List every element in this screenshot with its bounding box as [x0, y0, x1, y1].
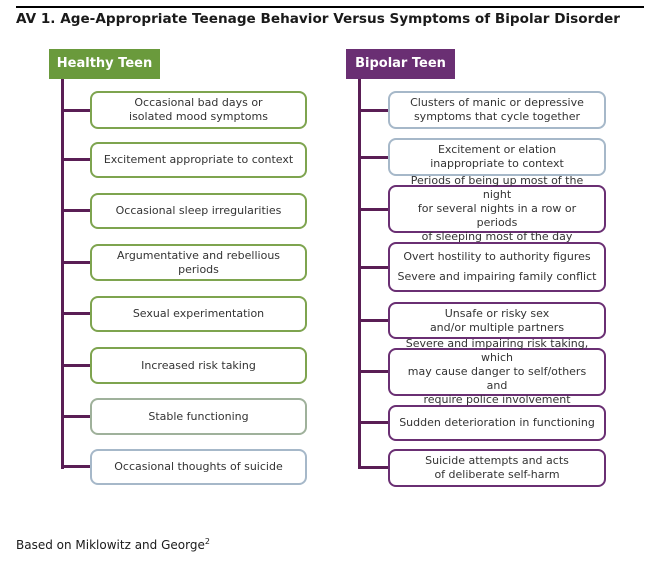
- healthy-box-stable-functioning: Stable functioning: [90, 398, 307, 435]
- healthy-box-excitement: Excitement appropriate to context: [90, 142, 307, 178]
- bipolar-connector-spine: [358, 79, 361, 469]
- bipolar-box-deterioration: Sudden deterioration in functioning: [388, 405, 606, 441]
- bipolar-connector-tick: [358, 370, 388, 373]
- bipolar-connector-tick: [358, 109, 388, 112]
- bipolar-connector-tick: [358, 466, 388, 469]
- healthy-connector-tick: [61, 465, 90, 468]
- healthy-box-risk-taking: Increased risk taking: [90, 347, 307, 384]
- source-footnote: Based on Miklowitz and George2: [16, 537, 210, 552]
- healthy-connector-tick: [61, 312, 90, 315]
- healthy-connector-tick: [61, 209, 90, 212]
- top-rule: [16, 6, 644, 8]
- healthy-box-argumentative: Argumentative and rebellious periods: [90, 244, 307, 281]
- source-footnote-reference: 2: [204, 537, 210, 546]
- healthy-connector-tick: [61, 261, 90, 264]
- healthy-connector-tick: [61, 364, 90, 367]
- source-footnote-text: Based on Miklowitz and George: [16, 538, 205, 552]
- bipolar-connector-tick: [358, 319, 388, 322]
- healthy-box-sleep: Occasional sleep irregularities: [90, 193, 307, 229]
- bipolar-connector-tick: [358, 156, 388, 159]
- healthy-teen-header: Healthy Teen: [49, 49, 160, 79]
- bipolar-box-hostility: Overt hostility to authority figures Sev…: [388, 242, 606, 292]
- healthy-box-sexual-experimentation: Sexual experimentation: [90, 296, 307, 332]
- bipolar-connector-tick: [358, 421, 388, 424]
- healthy-connector-tick: [61, 109, 90, 112]
- bipolar-connector-tick: [358, 208, 388, 211]
- bipolar-hostility-line-1: Overt hostility to authority figures: [403, 250, 591, 263]
- healthy-box-suicide-thoughts: Occasional thoughts of suicide: [90, 449, 307, 485]
- bipolar-hostility-line-2: Severe and impairing family conflict: [397, 270, 597, 283]
- bipolar-teen-header: Bipolar Teen: [346, 49, 455, 79]
- healthy-connector-tick: [61, 415, 90, 418]
- healthy-connector-spine: [61, 79, 64, 469]
- bipolar-connector-tick: [358, 266, 388, 269]
- figure-title: AV 1. Age-Appropriate Teenage Behavior V…: [16, 11, 620, 27]
- healthy-connector-tick: [61, 158, 90, 161]
